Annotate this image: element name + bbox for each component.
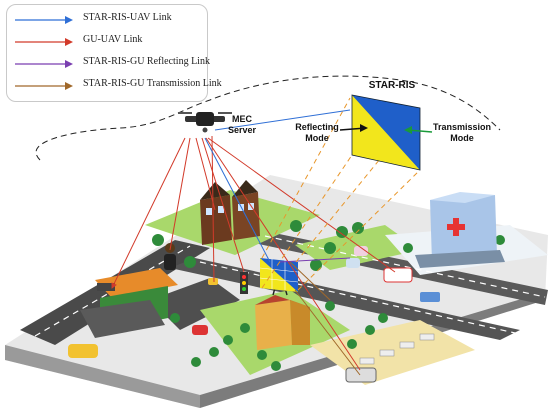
- traffic-light: [240, 272, 248, 294]
- uav-flight-path: [35, 75, 501, 161]
- legend-label: STAR-RIS-GU Reflecting Link: [83, 56, 210, 67]
- legend-item-reflecting: STAR-RIS-GU Reflecting Link: [13, 55, 210, 73]
- legend-label: GU-UAV Link: [83, 34, 143, 45]
- ris-gu-links: [279, 257, 361, 376]
- hospital: [415, 192, 505, 268]
- gu-uav-links: [111, 135, 396, 371]
- ris-uav-links: [204, 109, 351, 263]
- mec-server-label: MEC Server: [227, 114, 257, 135]
- legend-item-gu-uav: GU-UAV Link: [13, 33, 205, 51]
- reflecting-mode-label: Reflecting Mode: [295, 122, 339, 143]
- road-main: [170, 258, 520, 340]
- transmit-arrow: [404, 126, 433, 134]
- ground-ris-panel: [259, 258, 299, 292]
- legend-label: STAR-RIS-GU Transmission Link: [83, 78, 222, 89]
- grass-park: [145, 190, 320, 255]
- star-ris-panel: [351, 94, 421, 171]
- legend-label: STAR-RIS-UAV Link: [83, 12, 172, 23]
- transmission-mode-label: Transmission Mode: [432, 122, 492, 143]
- legend-item-transmission: STAR-RIS-GU Transmission Link: [13, 77, 222, 95]
- vehicles: [68, 246, 440, 383]
- star-ris-title: STAR-RIS: [368, 80, 416, 91]
- trees: [152, 220, 505, 371]
- legend: STAR-RIS-UAV Link GU-UAV Link STAR-RIS-G…: [6, 4, 222, 102]
- gas-station: [80, 268, 178, 338]
- person: [164, 243, 176, 270]
- reflect-arrow: [339, 124, 368, 132]
- legend-item-star-ris-uav: STAR-RIS-UAV Link: [13, 11, 205, 29]
- uav-drone: [178, 112, 232, 133]
- houses: [200, 180, 260, 245]
